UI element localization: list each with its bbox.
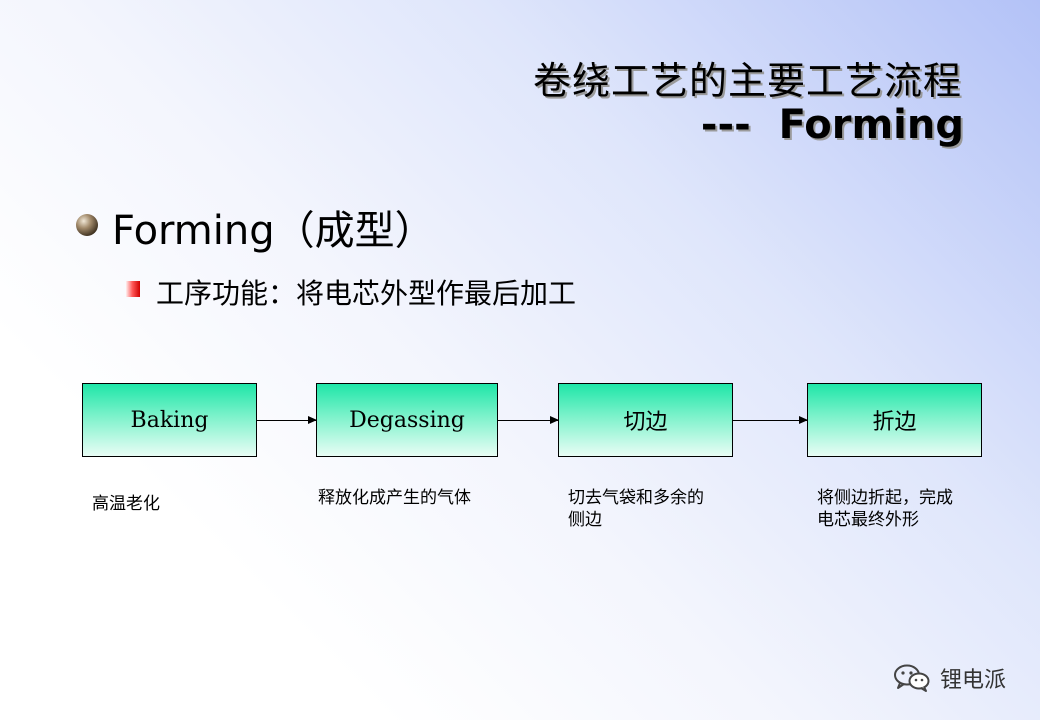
flow-step-folding: 折边	[807, 383, 982, 457]
flow-step-label: Baking	[130, 407, 209, 433]
bullet-function: 工序功能：将电芯外型作最后加工	[156, 277, 577, 310]
flow-step-label: 折边	[872, 410, 917, 435]
watermark: 锂电派	[892, 662, 1006, 694]
bullet-ball-icon	[76, 214, 98, 236]
flow-desc-folding: 将侧边折起，完成 电芯最终外形	[817, 487, 953, 531]
slide-title: 卷绕工艺的主要工艺流程	[532, 59, 962, 103]
flow-step-trimming: 切边	[558, 383, 733, 457]
flow-step-label: 切边	[623, 410, 668, 435]
flow-step-label: Degassing	[349, 407, 465, 433]
flow-desc-degassing: 释放化成产生的气体	[318, 488, 471, 508]
flow-arrow	[498, 416, 559, 424]
flow-desc-line: 侧边	[568, 510, 602, 530]
flow-arrow	[257, 416, 317, 424]
flow-desc-baking: 高温老化	[92, 494, 160, 514]
wechat-icon	[893, 664, 930, 692]
slide-subtitle: --- Forming	[700, 102, 964, 148]
flow-desc-line: 将侧边折起，完成	[817, 488, 953, 508]
flow-desc-line: 切去气袋和多余的	[568, 488, 704, 508]
flow-step-degassing: Degassing	[316, 383, 498, 457]
watermark-text: 锂电派	[939, 668, 1006, 693]
bullet-forming: Forming（成型）	[112, 208, 435, 254]
flow-desc-trimming: 切去气袋和多余的 侧边	[568, 487, 704, 531]
flow-arrow	[733, 416, 808, 424]
flow-desc-line: 电芯最终外形	[817, 510, 919, 530]
bullet-square-icon	[126, 281, 140, 297]
flow-step-baking: Baking	[82, 383, 257, 457]
